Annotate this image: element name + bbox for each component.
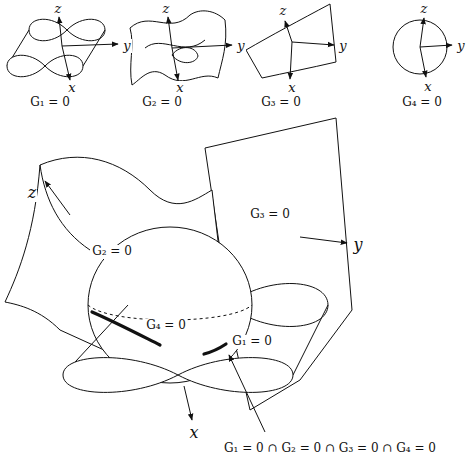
intersection-curve (92, 312, 226, 354)
axis-label: z (54, 2, 63, 16)
plane-surface (246, 4, 336, 78)
axis-label: z (27, 184, 37, 202)
axis-label: x (188, 424, 199, 442)
axis-label: z (420, 2, 429, 16)
axis-arrows (168, 17, 232, 80)
axis-label: x (287, 81, 296, 95)
surface-label: G₂ = 0 (141, 96, 183, 109)
axis-label: y (338, 39, 347, 53)
axis-label: x (423, 80, 432, 94)
axis-arrows (45, 181, 70, 215)
axis-label: y (456, 39, 465, 53)
surface-label: G₁ = 0 (231, 335, 273, 348)
surface-label: G₄ = 0 (401, 96, 443, 109)
cylinder-surface (63, 305, 328, 392)
surface-label: G₁ = 0 (29, 96, 71, 109)
axis-arrows (300, 237, 347, 243)
axis-label: y (236, 39, 245, 53)
axis-arrows (285, 21, 334, 79)
axis-label: x (67, 81, 76, 95)
intersection-label: G₁ = 0 ∩ G₂ = 0 ∩ G₃ = 0 ∩ G₄ = 0 (223, 442, 437, 455)
surface-label: G₃ = 0 (260, 96, 302, 109)
axis-arrows (420, 18, 452, 77)
axis-label: x (175, 81, 184, 95)
axis-arrows (59, 17, 118, 80)
axis-label: y (352, 236, 363, 254)
cylinder-surface (7, 19, 105, 76)
axis-arrows (184, 386, 192, 420)
surface-label: G₄ = 0 (145, 319, 187, 332)
axis-label: z (162, 2, 171, 16)
surface-label: G₃ = 0 (249, 208, 291, 221)
leader-arrow (229, 355, 265, 432)
axis-label: y (122, 39, 131, 53)
surface-label: G₂ = 0 (91, 245, 133, 258)
axis-label: z (279, 4, 288, 18)
